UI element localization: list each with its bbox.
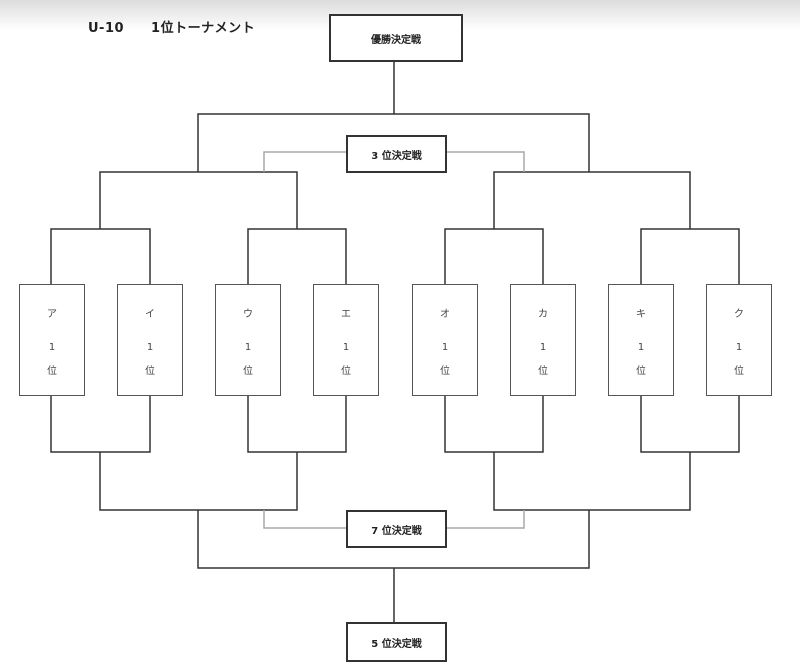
lower-r1-line-4 xyxy=(640,394,740,453)
upper-r1-line-3 xyxy=(444,228,544,284)
third-place-line-right xyxy=(445,151,525,172)
team-rank: 1 xyxy=(441,342,449,353)
team-rank: 1 xyxy=(48,342,56,353)
lower-r1-line-2 xyxy=(247,394,347,453)
upper-r1-line-4 xyxy=(640,228,740,284)
team-name: ウ xyxy=(243,309,253,320)
team-ku-box: ク 1 位 xyxy=(706,284,772,396)
team-rank-suffix: 位 xyxy=(636,366,646,377)
upper-r1-line-1 xyxy=(50,228,151,284)
team-rank: 1 xyxy=(146,342,154,353)
team-i-box: イ 1 位 xyxy=(117,284,183,396)
team-rank-suffix: 位 xyxy=(734,366,744,377)
team-rank-suffix: 位 xyxy=(145,366,155,377)
team-name: カ xyxy=(538,309,548,320)
team-rank: 1 xyxy=(539,342,547,353)
team-rank: 1 xyxy=(637,342,645,353)
lower-semi-line-right xyxy=(493,452,691,511)
team-u-box: ウ 1 位 xyxy=(215,284,281,396)
page-title: U-10 1位トーナメント xyxy=(88,21,256,36)
seventh-place-match-label: 7 位決定戦 xyxy=(371,525,422,537)
fifth-place-match-label: 5 位決定戦 xyxy=(371,638,422,650)
final-match-box: 優勝決定戦 xyxy=(329,14,463,62)
team-name: ク xyxy=(734,309,744,320)
team-a-box: ア 1 位 xyxy=(19,284,85,396)
upper-semi-line-right xyxy=(493,171,691,229)
lower-r1-line-3 xyxy=(444,394,544,453)
team-rank-suffix: 位 xyxy=(243,366,253,377)
lower-r1-line-1 xyxy=(50,394,151,453)
team-rank: 1 xyxy=(244,342,252,353)
team-ka-box: カ 1 位 xyxy=(510,284,576,396)
team-rank-suffix: 位 xyxy=(47,366,57,377)
team-name: イ xyxy=(145,309,155,320)
team-rank: 1 xyxy=(342,342,350,353)
team-name: オ xyxy=(440,309,450,320)
upper-semi-line-left xyxy=(99,171,298,229)
team-e-box: エ 1 位 xyxy=(313,284,379,396)
seventh-place-line-right xyxy=(445,510,525,529)
team-rank-suffix: 位 xyxy=(440,366,450,377)
third-place-match-label: 3 位決定戦 xyxy=(371,150,422,162)
team-name: エ xyxy=(341,309,351,320)
team-o-box: オ 1 位 xyxy=(412,284,478,396)
upper-r1-line-2 xyxy=(247,228,347,284)
team-ki-box: キ 1 位 xyxy=(608,284,674,396)
final-match-label: 優勝決定戦 xyxy=(371,34,421,46)
third-place-match-box: 3 位決定戦 xyxy=(346,135,447,173)
team-rank-suffix: 位 xyxy=(538,366,548,377)
team-name: ア xyxy=(47,309,57,320)
team-rank-suffix: 位 xyxy=(341,366,351,377)
team-rank: 1 xyxy=(735,342,743,353)
fifth-place-match-box: 5 位決定戦 xyxy=(346,622,447,662)
lower-semi-line-left xyxy=(99,452,298,511)
seventh-place-line-left xyxy=(263,510,346,529)
seventh-place-match-box: 7 位決定戦 xyxy=(346,510,447,548)
team-name: キ xyxy=(636,309,646,320)
third-place-line-left xyxy=(263,151,346,172)
